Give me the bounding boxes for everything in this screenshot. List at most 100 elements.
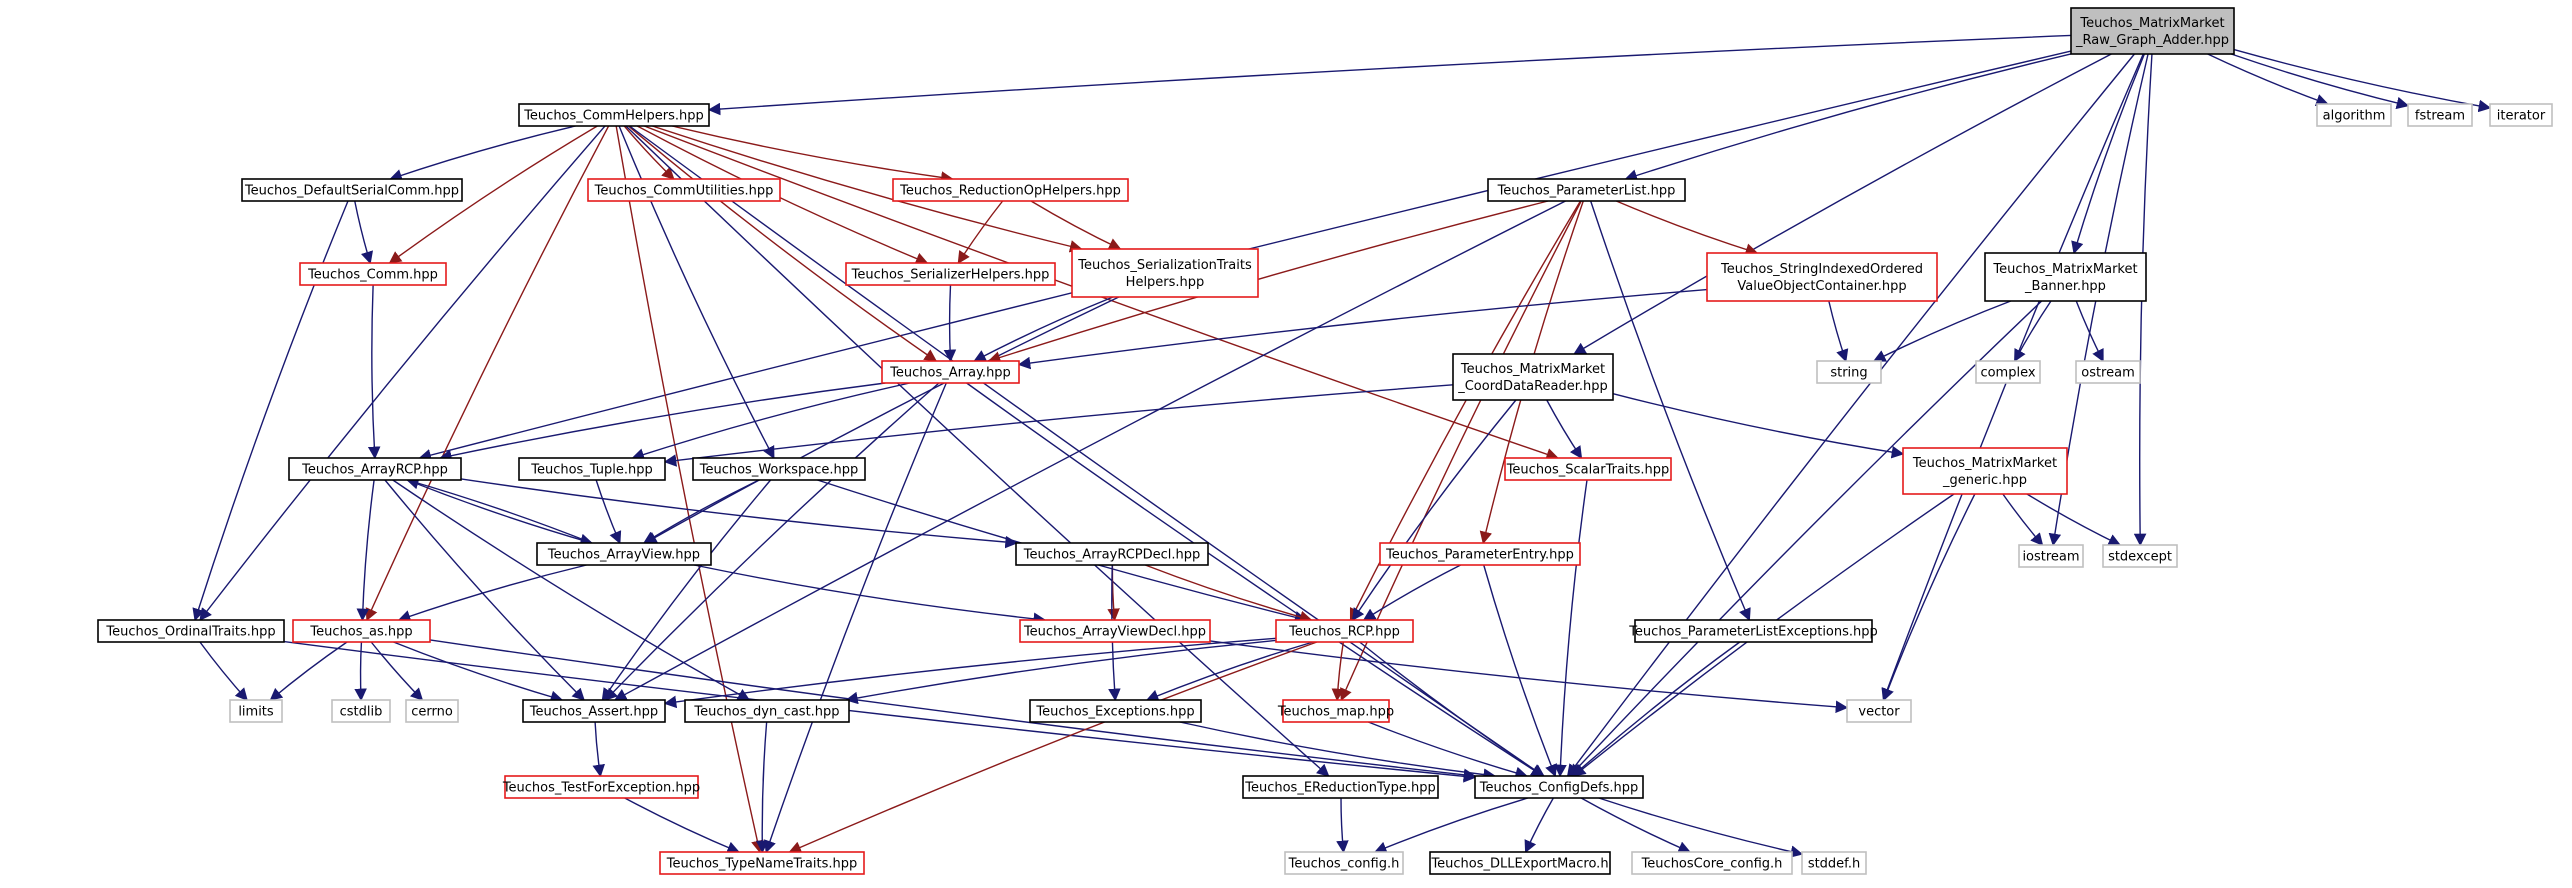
node-coreconfig: TeuchosCore_config.h <box>1631 851 1793 875</box>
node-map[interactable]: Teuchos_map.hpp <box>1277 699 1394 723</box>
node-label-vector: vector <box>1858 705 1900 720</box>
node-label-coorddatareader-line1: Teuchos_MatrixMarket <box>1460 362 1605 377</box>
node-box-cstdlib <box>331 699 391 723</box>
node-banner[interactable]: Teuchos_MatrixMarket_Banner.hpp <box>1984 252 2147 302</box>
node-exceptions[interactable]: Teuchos_Exceptions.hpp <box>1029 699 1202 723</box>
node-box-ereductiontype <box>1242 775 1439 799</box>
edge-commhelpers-to-array <box>627 125 938 362</box>
node-generic[interactable]: Teuchos_MatrixMarket_generic.hpp <box>1902 447 2068 495</box>
node-label-ordinaltraits: Teuchos_OrdinalTraits.hpp <box>105 625 275 640</box>
node-box-reductionophelpers <box>892 178 1129 202</box>
node-dyncast[interactable]: Teuchos_dyn_cast.hpp <box>684 699 850 723</box>
node-box-comm <box>299 262 447 286</box>
edge-parameterentry-to-rcp <box>1362 564 1461 621</box>
edge-arrayrcp-to-as <box>356 479 375 622</box>
node-commutilities[interactable]: Teuchos_CommUtilities.hpp <box>587 178 781 202</box>
edge-defaultserialcomm-to-comm <box>354 200 374 265</box>
node-box-commhelpers <box>518 103 710 127</box>
node-arrayview[interactable]: Teuchos_ArrayView.hpp <box>536 542 712 566</box>
edge-reductionophelpers-to-serializerhelpers <box>957 200 1004 265</box>
node-serializerhelpers[interactable]: Teuchos_SerializerHelpers.hpp <box>845 262 1056 286</box>
node-arrayrcp[interactable]: Teuchos_ArrayRCP.hpp <box>288 457 462 481</box>
node-label-coreconfig: TeuchosCore_config.h <box>1641 857 1783 872</box>
node-label-coorddatareader-line2: _CoordDataReader.hpp <box>1457 379 1608 394</box>
edge-arrayview-to-arrayrcp <box>406 477 593 544</box>
node-ereductiontype[interactable]: Teuchos_EReductionType.hpp <box>1242 775 1439 799</box>
node-assert[interactable]: Teuchos_Assert.hpp <box>522 699 666 723</box>
edge-commhelpers-to-defaultserialcomm <box>389 125 576 182</box>
node-parameterentry[interactable]: Teuchos_ParameterEntry.hpp <box>1379 542 1581 566</box>
node-arrayrcpdecl[interactable]: Teuchos_ArrayRCPDecl.hpp <box>1015 542 1209 566</box>
node-box-exceptions <box>1029 699 1202 723</box>
node-workspace[interactable]: Teuchos_Workspace.hpp <box>692 457 866 481</box>
node-reductionophelpers[interactable]: Teuchos_ReductionOpHelpers.hpp <box>892 178 1129 202</box>
node-root[interactable]: Teuchos_MatrixMarket_Raw_Graph_Adder.hpp <box>2070 7 2235 55</box>
node-box-scalartraits <box>1504 457 1672 481</box>
node-ostream: ostream <box>2075 360 2141 384</box>
node-label-string: string <box>1830 366 1867 381</box>
node-ordinaltraits[interactable]: Teuchos_OrdinalTraits.hpp <box>97 619 285 643</box>
node-configdefs[interactable]: Teuchos_ConfigDefs.hpp <box>1474 775 1644 799</box>
node-box-typenametraits <box>659 851 865 875</box>
node-label-defaultserialcomm: Teuchos_DefaultSerialComm.hpp <box>244 184 459 199</box>
node-box-arrayrcpdecl <box>1015 542 1209 566</box>
edge-commhelpers-to-serializationtraitshelpers <box>652 125 1083 253</box>
node-commhelpers[interactable]: Teuchos_CommHelpers.hpp <box>518 103 710 127</box>
node-parameterlist[interactable]: Teuchos_ParameterList.hpp <box>1487 178 1686 202</box>
node-label-complex: complex <box>1980 366 2035 381</box>
node-defaultserialcomm[interactable]: Teuchos_DefaultSerialComm.hpp <box>241 178 463 202</box>
node-label-cerrno: cerrno <box>411 705 453 720</box>
node-limits: limits <box>229 699 283 723</box>
edge-rcp-to-assert <box>663 637 1277 709</box>
edge-root-to-algorithm <box>2207 53 2329 107</box>
node-label-arrayrcpdecl: Teuchos_ArrayRCPDecl.hpp <box>1023 548 1201 563</box>
edge-commhelpers-to-reductionophelpers <box>671 125 954 184</box>
node-label-banner-line1: Teuchos_MatrixMarket <box>1992 262 2137 277</box>
node-box-string <box>1816 360 1882 384</box>
node-label-as: Teuchos_as.hpp <box>309 625 412 640</box>
node-arrayviewdecl[interactable]: Teuchos_ArrayViewDecl.hpp <box>1019 619 1211 643</box>
node-tuple[interactable]: Teuchos_Tuple.hpp <box>518 457 666 481</box>
edge-commhelpers-to-workspace <box>618 125 775 460</box>
node-coorddatareader[interactable]: Teuchos_MatrixMarket _CoordDataReader.hpp <box>1452 353 1614 401</box>
node-iterator: iterator <box>2489 103 2553 127</box>
edge-array-to-assert <box>604 382 940 701</box>
node-cerrno: cerrno <box>405 699 459 723</box>
node-typenametraits[interactable]: Teuchos_TypeNameTraits.hpp <box>659 851 865 875</box>
node-box-serializationtraitshelpers <box>1071 248 1259 298</box>
node-scalartraits[interactable]: Teuchos_ScalarTraits.hpp <box>1504 457 1672 481</box>
edge-as-to-assert <box>393 641 564 703</box>
node-label-stdexcept: stdexcept <box>2108 550 2172 565</box>
node-comm[interactable]: Teuchos_Comm.hpp <box>299 262 447 286</box>
edge-parameterlist-to-stringindexed <box>1616 200 1759 256</box>
node-testforexception[interactable]: Teuchos_TestForException.hpp <box>502 775 700 799</box>
node-stringindexed[interactable]: Teuchos_StringIndexedOrderedValueObjectC… <box>1706 252 1938 302</box>
edge-generic-to-iostream <box>2002 493 2044 546</box>
node-label-testforexception: Teuchos_TestForException.hpp <box>502 781 700 796</box>
edge-configdefs-to-coreconfig <box>1580 797 1692 854</box>
node-array[interactable]: Teuchos_Array.hpp <box>881 360 1020 384</box>
node-box-generic <box>1902 447 2068 495</box>
edge-rcp-to-configdefs <box>1359 641 1545 777</box>
node-paramlistexceptions[interactable]: Teuchos_ParameterListExceptions.hpp <box>1628 619 1878 643</box>
node-box-assert <box>522 699 666 723</box>
node-as[interactable]: Teuchos_as.hpp <box>292 619 431 643</box>
node-box-stddef <box>1801 851 1867 875</box>
edge-rcp-to-map <box>1331 641 1345 702</box>
node-rcp[interactable]: Teuchos_RCP.hpp <box>1275 619 1414 643</box>
node-dllexport[interactable]: Teuchos_DLLExportMacro.h <box>1429 851 1611 875</box>
node-label-commutilities: Teuchos_CommUtilities.hpp <box>594 184 774 199</box>
edge-as-to-cstdlib <box>354 641 367 702</box>
node-box-fstream <box>2407 103 2473 127</box>
edge-generic-to-vector <box>1882 493 1976 702</box>
node-box-parameterlist <box>1487 178 1686 202</box>
edge-arrayview-to-as <box>397 564 587 623</box>
node-label-commhelpers: Teuchos_CommHelpers.hpp <box>523 109 704 124</box>
edge-dyncast-to-typenametraits <box>755 721 769 854</box>
node-label-tuple: Teuchos_Tuple.hpp <box>530 463 653 478</box>
edge-tuple-to-arrayview <box>595 479 622 545</box>
node-label-arrayviewdecl: Teuchos_ArrayViewDecl.hpp <box>1023 625 1206 640</box>
node-label-workspace: Teuchos_Workspace.hpp <box>699 463 859 478</box>
